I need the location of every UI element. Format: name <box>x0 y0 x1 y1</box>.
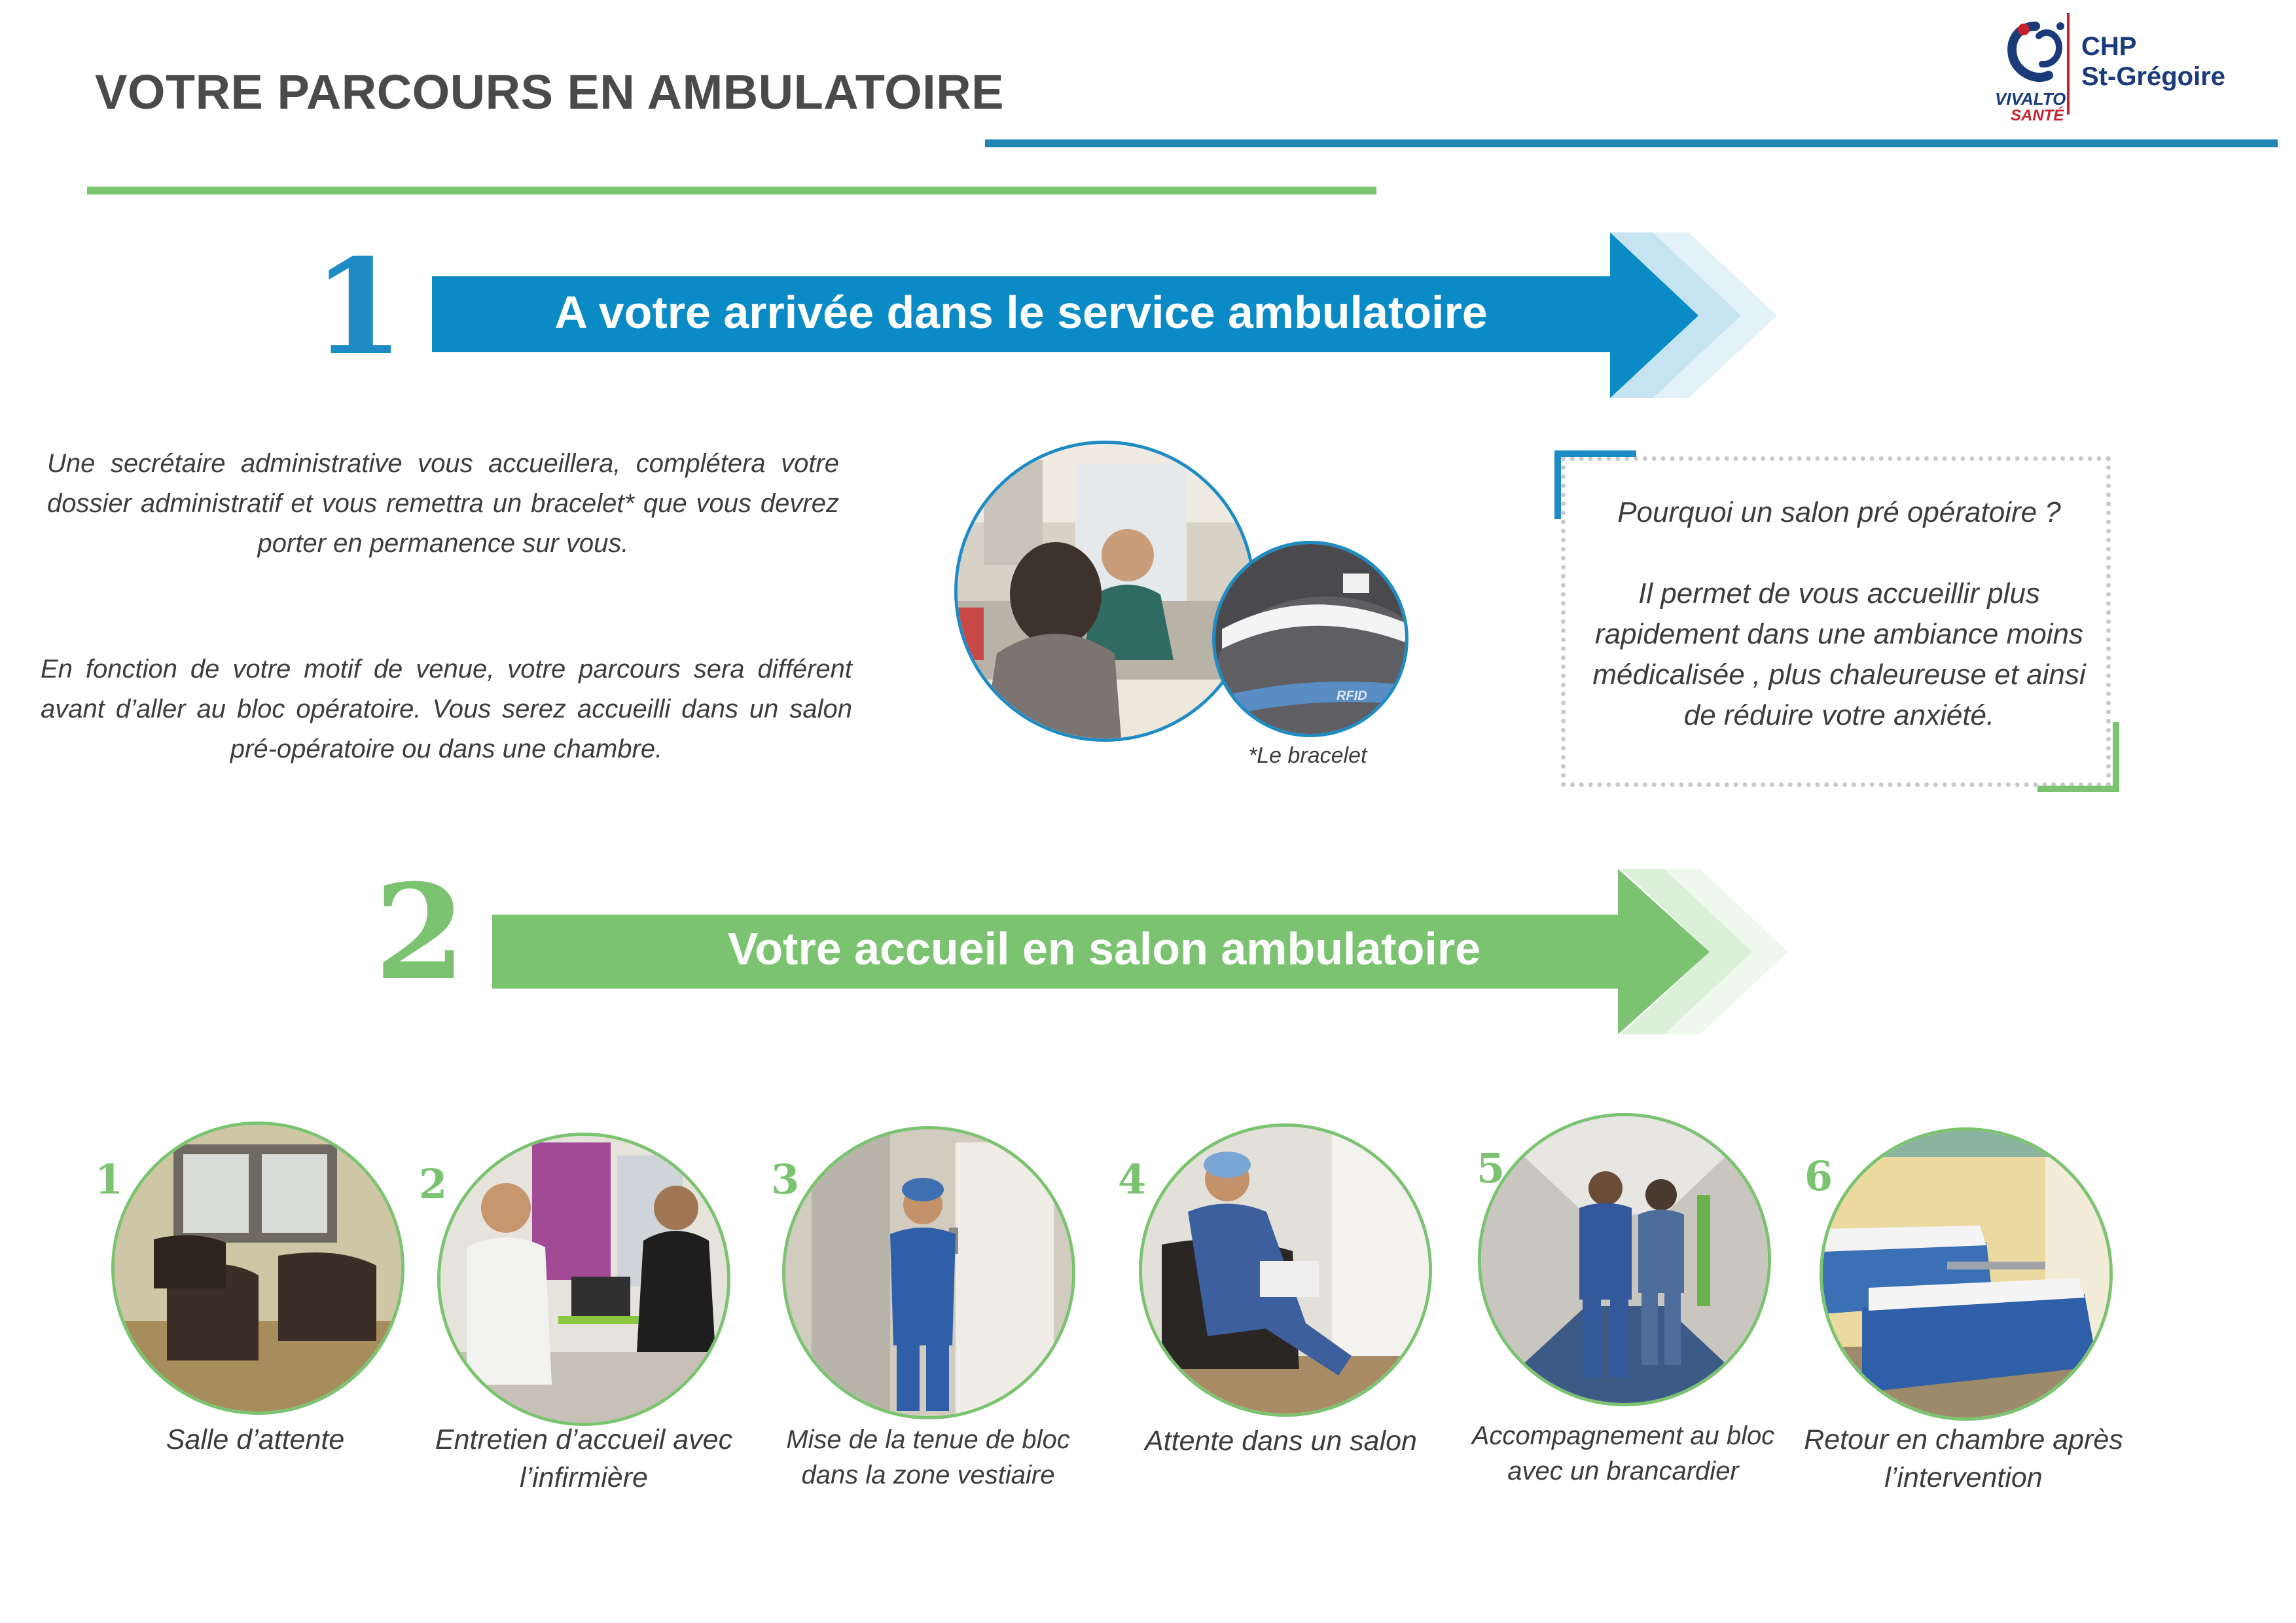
sequence-photo-nurse-interview <box>437 1133 730 1426</box>
logo-brand: CHP St-Grégoire <box>2081 31 2225 92</box>
sequence-photo-stretcher-escort <box>1478 1113 1771 1406</box>
sequence-number-1: 1 <box>95 1156 124 1203</box>
step1-title: A votre arrivée dans le service ambulato… <box>554 287 1488 338</box>
svg-text:SANTÉ: SANTÉ <box>2011 106 2064 124</box>
bracelet-caption: *Le bracelet <box>1248 743 1367 768</box>
sequence-label-3: Mise de la tenue de bloc dans la zone ve… <box>786 1425 1070 1489</box>
sequence-number-4: 4 <box>1118 1156 1147 1203</box>
header-rule-blue <box>985 139 2278 147</box>
sequence-photo-changing-room <box>782 1126 1075 1419</box>
logo-brand-line1: CHP <box>2081 32 2137 61</box>
infobox-corner-top-left <box>1554 450 1636 519</box>
infobox-question: Pourquoi un salon pré opératoire ? <box>1617 496 2061 528</box>
vivalto-emblem-icon <box>2007 22 2064 82</box>
step1-arrow <box>432 232 1777 398</box>
sequence-label-4: Attente dans un salon <box>1145 1425 1417 1457</box>
sequence-photo-salon-wait <box>1139 1123 1432 1417</box>
sequence-label-6: Retour en chambre après l’intervention <box>1804 1424 2123 1493</box>
step2-arrow <box>492 869 1788 1034</box>
step2-title: Votre accueil en salon ambulatoire <box>727 923 1481 974</box>
reception-photo <box>954 441 1255 742</box>
sequence-number-6: 6 <box>1804 1152 1833 1200</box>
logo-divider <box>2067 13 2070 115</box>
step1-paragraph-1: Une secrétaire administrative vous accue… <box>47 449 839 558</box>
infobox <box>1561 456 2111 787</box>
step1-number: 1 <box>313 230 404 384</box>
svg-text:VIVALTO: VIVALTO <box>1995 89 2066 109</box>
sequence-photo-waiting-room <box>111 1122 404 1415</box>
sequence-label-1: Salle d’attente <box>166 1424 345 1455</box>
svg-text:RFID: RFID <box>1336 689 1367 703</box>
sequence-photo-room-return <box>1820 1127 2113 1421</box>
infobox-corner-bottom-right <box>2037 722 2119 792</box>
chp-logo: VIVALTO SANTÉ <box>1995 22 2066 124</box>
sequence-number-2: 2 <box>419 1160 448 1208</box>
step2-number: 2 <box>374 856 466 1010</box>
header-rule-green <box>87 187 1376 194</box>
sequence-number-3: 3 <box>771 1156 800 1203</box>
bracelet-photo: RFID <box>1212 541 1408 737</box>
step1-paragraph-2: En fonction de votre motif de venue, vot… <box>41 655 852 763</box>
sequence-label-5: Accompagnement au bloc avec un brancardi… <box>1471 1421 1775 1486</box>
infobox-answer: Il permet de vous accueillir plus rapide… <box>1592 577 2086 731</box>
infobox-text: Pourquoi un salon pré opératoire ? Il pe… <box>1571 492 2108 736</box>
sequence-label-2: Entretien d’accueil avec l’infirmière <box>435 1424 733 1493</box>
logo-brand-line2: St-Grégoire <box>2081 62 2226 91</box>
page-title: VOTRE PARCOURS EN AMBULATOIRE <box>95 65 1005 119</box>
